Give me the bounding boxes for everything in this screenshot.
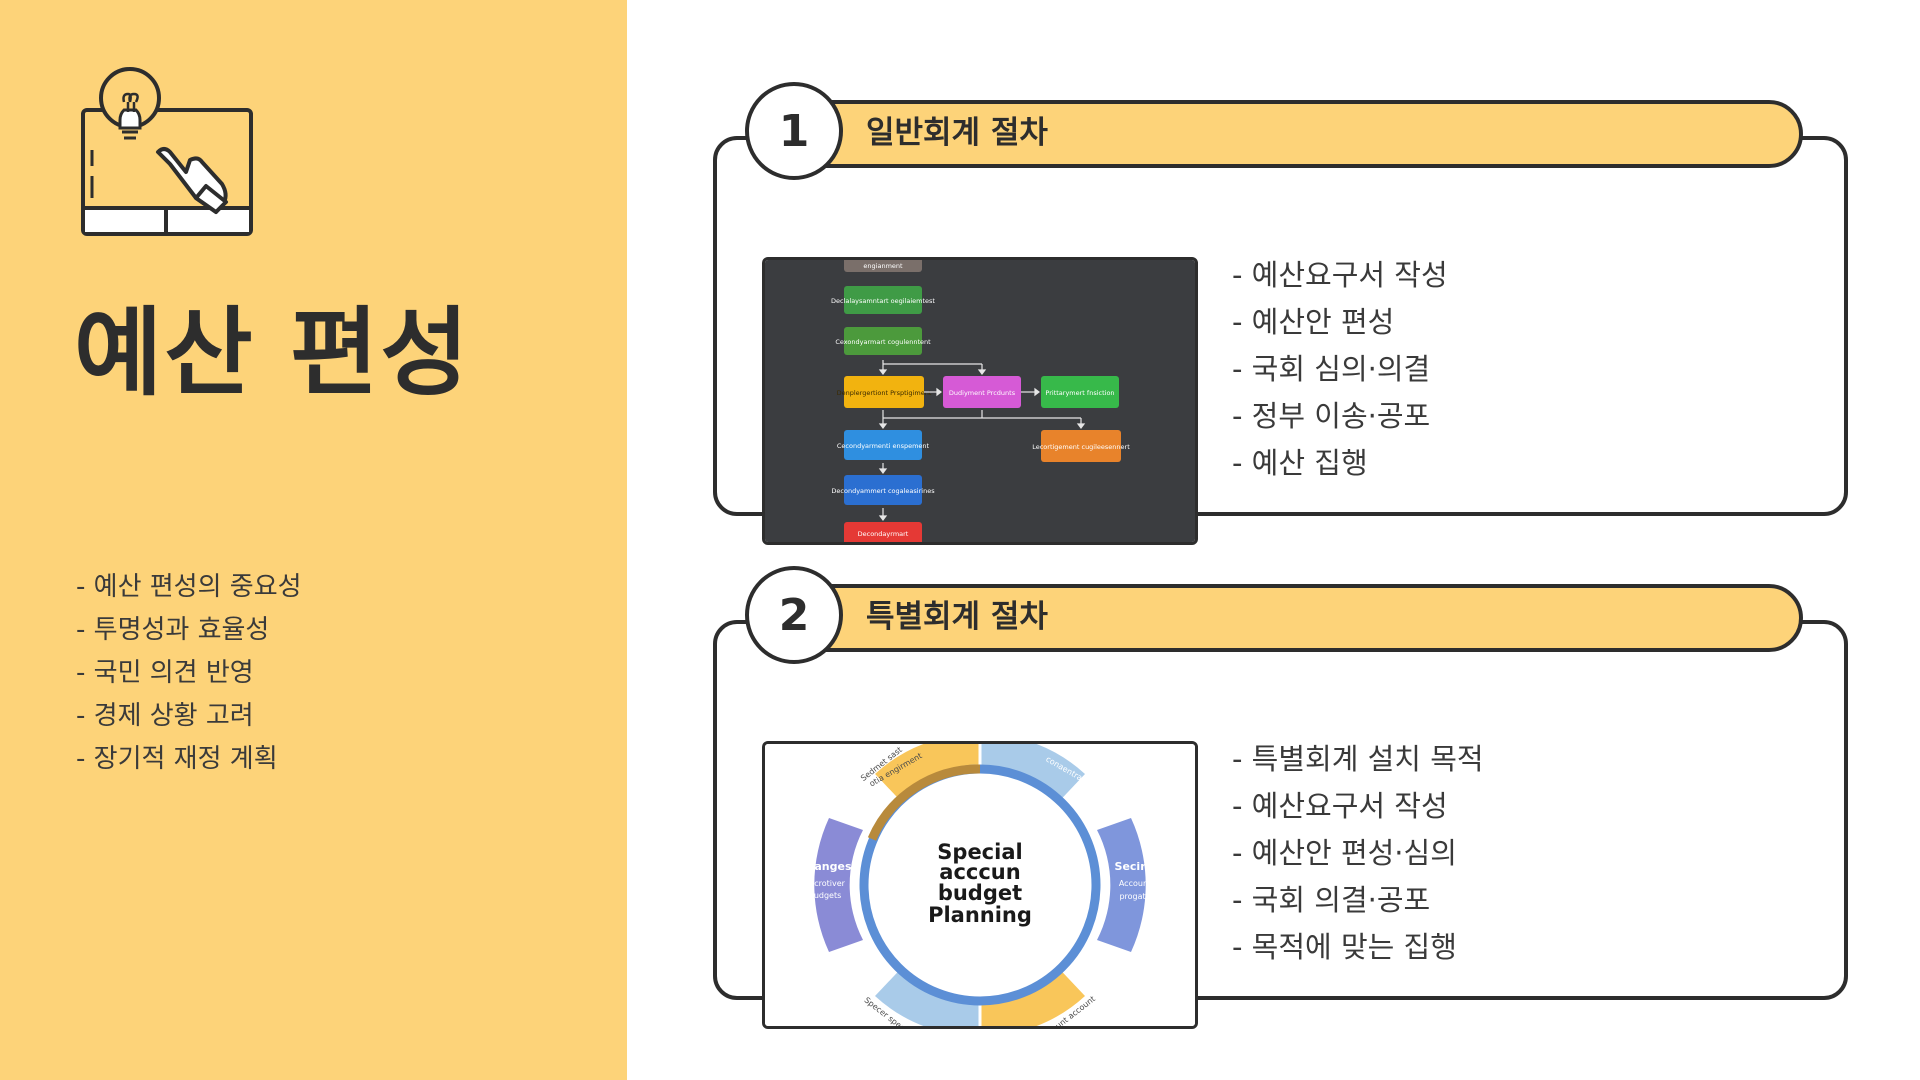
diagram-right-label: Secine (1115, 860, 1156, 873)
flow-node-label: engianment (863, 262, 903, 270)
flow-node-label: Decondayrmart (858, 530, 909, 538)
flow-node-label: Cexondyarmart cogulenntent (835, 338, 931, 346)
section-card: engianment Declalaysamntart oegilaiemtes… (713, 136, 1848, 545)
circular-diagram-image: Special acccun budget Planning Changes L… (762, 741, 1198, 1029)
bullet-item: - 목적에 맞는 집행 (1232, 930, 1457, 964)
bullet-item: - 정부 이송·공포 (1232, 399, 1431, 433)
circular-diagram-graphic: Special acccun budget Planning Changes L… (765, 744, 1195, 1026)
page-title: 예산 편성 (74, 297, 471, 409)
section-general-account: engianment Declalaysamntart oegilaiemtes… (713, 82, 1848, 545)
section-title: 특별회계 절차 (866, 599, 1048, 635)
bullet-item: - 예산요구서 작성 (1232, 789, 1448, 823)
diagram-right-sub: Account (1119, 879, 1151, 888)
bullet-item: - 예산안 편성 (1232, 305, 1395, 339)
flow-node-label: Prittarymert fnsiction (1045, 389, 1114, 397)
section-header-bar (783, 100, 1803, 168)
diagram-center-line: Planning (928, 903, 1032, 927)
section-special-account: Special acccun budget Planning Changes L… (713, 566, 1848, 1029)
bullet-item: - 예산안 편성·심의 (1232, 836, 1457, 870)
diagram-right-sub: progate (1119, 892, 1150, 901)
bullet-item: - 예산요구서 작성 (1232, 258, 1448, 292)
bullet-item: - 예산 집행 (1232, 446, 1368, 480)
left-panel: 예산 편성 - 예산 편성의 중요성 - 투명성과 효율성 - 국민 의견 반영… (0, 0, 627, 1080)
intro-list-item: - 예산 편성의 중요성 (76, 572, 302, 602)
diagram-center-line: acccun (939, 860, 1020, 884)
diagram-left-sub: budgets (809, 891, 842, 900)
diagram-left-sub: Locrotiver (805, 879, 846, 888)
flowchart-graphic: engianment Declalaysamntart oegilaiemtes… (765, 260, 1195, 542)
section-title: 일반회계 절차 (866, 115, 1048, 151)
intro-list-item: - 장기적 재정 계획 (76, 744, 278, 774)
flow-node-label: Decondyammert cogaleasirines (831, 487, 935, 495)
intro-list-item: - 국민 의견 반영 (76, 658, 254, 688)
intro-list: - 예산 편성의 중요성 - 투명성과 효율성 - 국민 의견 반영 - 경제 … (76, 566, 302, 781)
bullet-item: - 특별회계 설치 목적 (1232, 742, 1484, 776)
section-card: Special acccun budget Planning Changes L… (713, 620, 1848, 1029)
section-bullet-list: - 예산요구서 작성 - 예산안 편성 - 국회 심의·의결 - 정부 이송·공… (1232, 252, 1448, 487)
lightbulb-touch-board-icon (81, 67, 253, 236)
flow-node-label: Dudiyment Prcdunts (949, 389, 1016, 397)
diagram-center-line: budget (938, 881, 1022, 905)
intro-list-item: - 투명성과 효율성 (76, 615, 270, 645)
section-number-badge: 2 (745, 566, 843, 664)
intro-list-item: - 경제 상황 고려 (76, 701, 254, 731)
section-header-bar (783, 584, 1803, 652)
diagram-left-label: Changes (798, 860, 851, 873)
section-bullet-list: - 특별회계 설치 목적 - 예산요구서 작성 - 예산안 편성·심의 - 국회… (1232, 736, 1484, 971)
flow-node-label: Cecondyarmenti enspement (837, 442, 930, 450)
flowchart-image: engianment Declalaysamntart oegilaiemtes… (762, 257, 1198, 545)
section-number-badge: 1 (745, 82, 843, 180)
bullet-item: - 국회 심의·의결 (1232, 352, 1431, 386)
bullet-item: - 국회 의결·공포 (1232, 883, 1431, 917)
flow-node-label: Denplergertiont Prsptigiment (837, 389, 932, 397)
diagram-center-line: Special (937, 840, 1022, 864)
flow-node-label: Declalaysamntart oegilaiemtest (831, 297, 935, 305)
flow-node-label: Lecortigement cugileesennert (1032, 443, 1130, 451)
